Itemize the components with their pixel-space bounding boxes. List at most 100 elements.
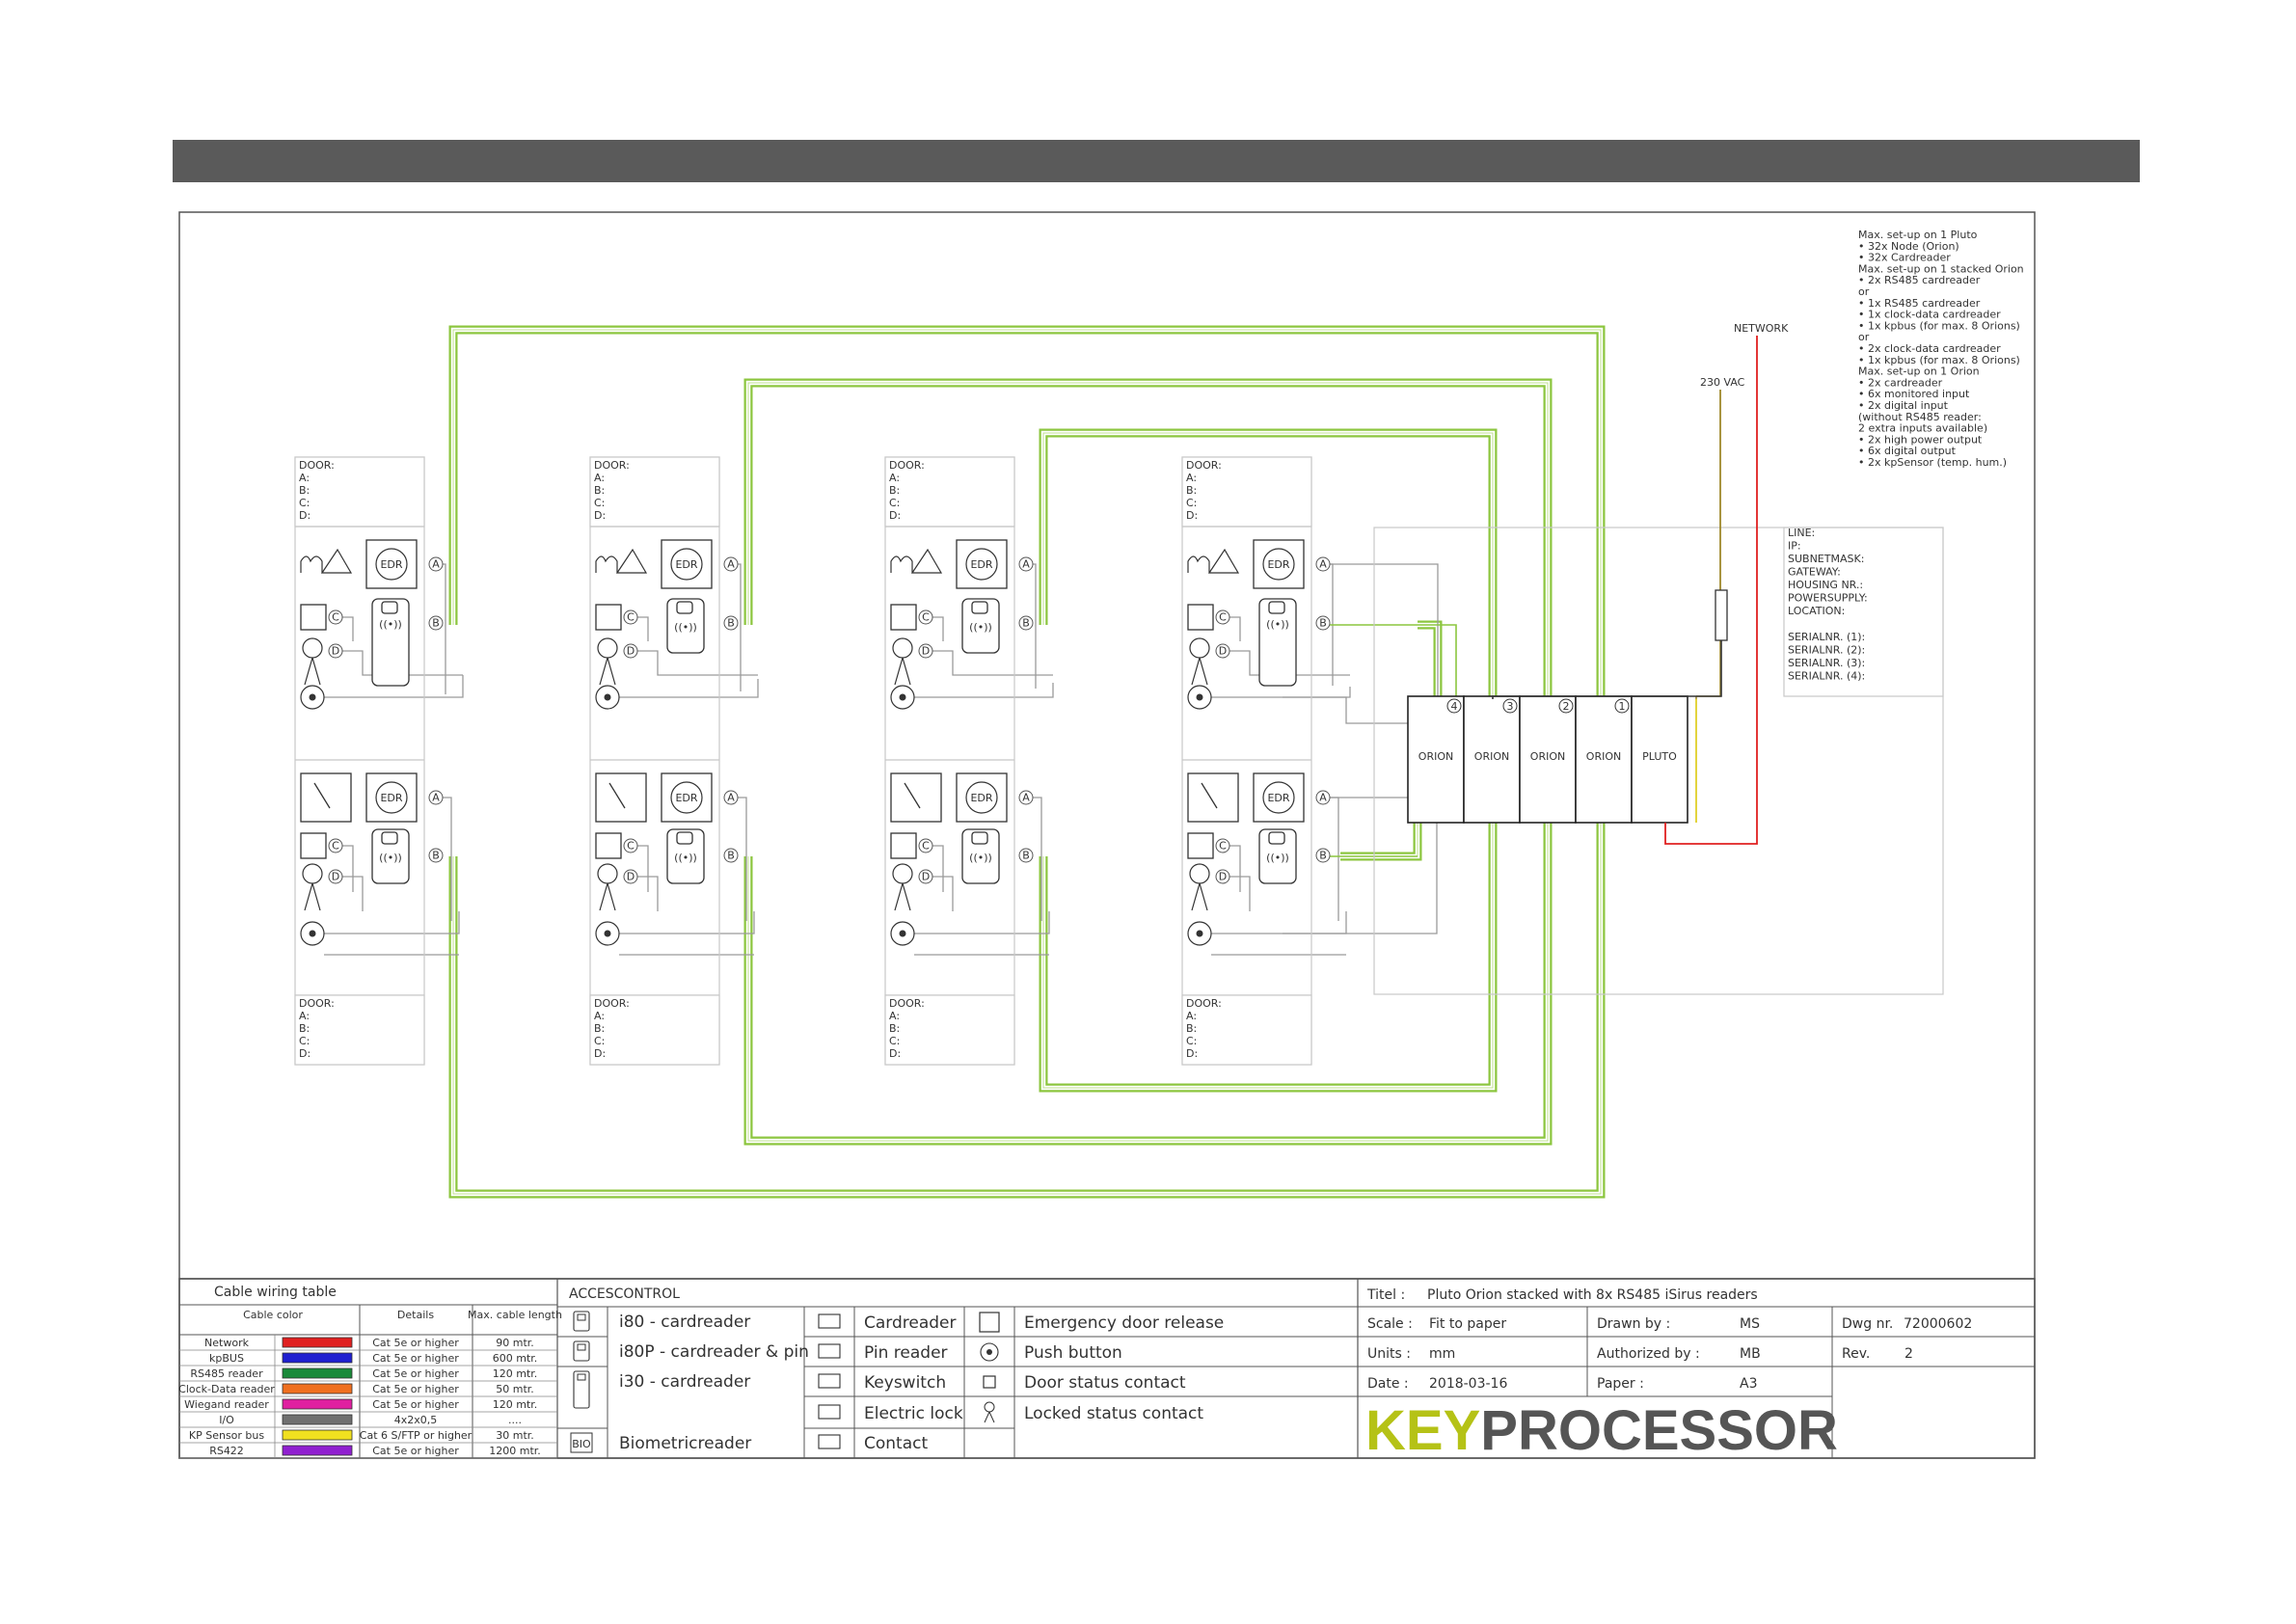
io-wires-1 [324,563,464,956]
port-label: D [1219,645,1227,658]
port-label: D [922,871,930,883]
contact-symbol-icon [818,1434,841,1449]
rev-label: Rev. [1842,1346,1870,1362]
module-number: 3 [1507,700,1514,713]
reader-legend-item: i80 - cardreader [573,1311,750,1332]
door-group-2: DOOR:A:B:C:D:EDRC((•))DABEDRC((•))DABDOO… [589,456,739,1066]
reader-legend-label: Biometricreader [619,1434,751,1453]
port-label: A [432,792,440,804]
port-label: B [1022,850,1030,862]
door-field: D: [299,509,311,522]
reader-legend-label: i30 - cardreader [619,1372,750,1392]
door-field: D: [299,1047,311,1060]
cable-details: Cat 5e or higher [372,1398,459,1411]
door-field: B: [889,1022,900,1035]
reader-legend-label: i80 - cardreader [619,1313,750,1332]
door-field: A: [299,472,310,484]
port-c-icon [623,609,638,625]
setup-notes: Max. set-up on 1 Pluto• 32x Node (Orion)… [1858,229,2024,469]
reader-head-icon [971,831,988,845]
port-c-icon [918,838,933,853]
paper-value: A3 [1740,1376,1757,1392]
cable-details: Cat 5e or higher [372,1445,459,1457]
power-label: 230 VAC [1700,376,1745,389]
edr-label: EDR [380,558,402,571]
orion-module-3: ORION 3 [1463,695,1521,824]
note-line: (without RS485 reader: [1858,411,1982,423]
port-b-icon [1315,615,1331,631]
door-field: C: [889,497,900,509]
cable-name: RS485 reader [190,1367,263,1380]
door-field: DOOR: [299,997,335,1010]
rfid-icon: ((•)) [379,852,402,864]
cable-length: 50 mtr. [496,1383,534,1395]
port-c-icon [328,838,343,853]
contact-box [890,772,942,823]
edr-label: EDR [675,558,697,571]
door-field: A: [1186,1010,1197,1022]
module-number-icon [1502,698,1518,714]
door-field: D: [1186,509,1198,522]
port-b-icon [428,615,444,631]
port-label: A [1319,558,1327,571]
door-info-box [589,994,720,1066]
cable-details: Cat 5e or higher [372,1383,459,1395]
door-field: C: [1186,1035,1197,1047]
cable-name: Network [204,1337,250,1349]
info-field: SERIALNR. (2): [1788,644,1865,657]
note-line: or [1858,285,1870,298]
door-field: DOOR: [889,459,925,472]
symbol-legend-label: Push button [1024,1343,1122,1363]
note-line: • 2x high power output [1858,433,1983,446]
door-group-1: DOOR:A:B:C:D:EDRC((•))DABEDRC((•))DABDOO… [294,456,444,1066]
emergency-release-icon [670,548,703,581]
door-groups: DOOR:A:B:C:D:EDRC((•))DABEDRC((•))DABDOO… [294,456,1331,1066]
contact-box [595,772,647,823]
info-field: LOCATION: [1788,605,1845,617]
note-line: • 6x monitored input [1858,388,1970,400]
cable-name: RS422 [209,1445,244,1457]
door-field: DOOR: [889,997,925,1010]
info-field: POWERSUPPLY: [1788,592,1868,605]
header-max-length: Max. cable length [468,1309,562,1321]
door-status-icon [595,832,622,859]
port-label: B [727,850,735,862]
port-a-icon [723,790,739,805]
edr-label: EDR [380,792,402,804]
port-d-icon [623,643,638,659]
door-field: C: [594,497,605,509]
port-label: C [627,611,635,624]
port-label: A [727,558,735,571]
door-field: DOOR: [1186,997,1222,1010]
door-field: C: [299,497,310,509]
door-status-icon [890,832,917,859]
cardreader-icon [961,828,1000,884]
port-label: A [1022,558,1030,571]
emergency-release-icon [965,781,998,814]
cable-name: Wiegand reader [184,1398,269,1411]
reader-head-icon [676,831,693,845]
note-line: • 2x digital input [1858,399,1949,412]
note-line: or [1858,331,1870,343]
port-c-icon [918,609,933,625]
port-d-icon [623,869,638,884]
auth-value: MB [1740,1346,1761,1362]
bio-icon [570,1432,593,1453]
port-label: C [1219,840,1227,853]
port-label: B [432,617,440,630]
port-label: C [332,840,339,853]
door-field: C: [594,1035,605,1047]
module-label: ORION [1474,750,1509,763]
symbol-legend-label: Keyswitch [864,1373,946,1393]
port-label: C [627,840,635,853]
door-field: DOOR: [299,459,335,472]
cable-details: Cat 5e or higher [372,1337,459,1349]
emergency-release-icon [670,781,703,814]
contact-box [300,772,352,823]
note-line: Max. set-up on 1 Orion [1858,365,1980,378]
